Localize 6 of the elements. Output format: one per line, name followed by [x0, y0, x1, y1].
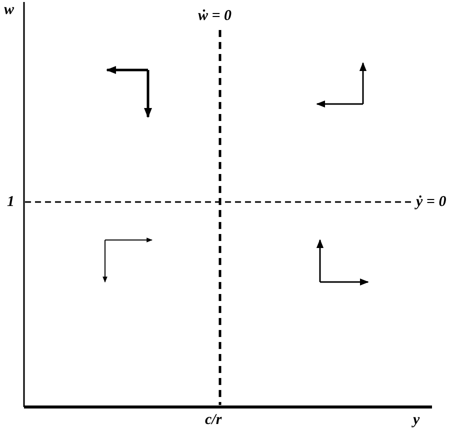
axis-label: w [4, 2, 14, 18]
tick-label: c/r [205, 412, 222, 428]
tick-label: 1 [7, 194, 14, 210]
nullcline-label: ẇ = 0 [198, 8, 232, 24]
nullcline-label: ẏ = 0 [416, 194, 446, 210]
axis-label: y [413, 412, 420, 428]
